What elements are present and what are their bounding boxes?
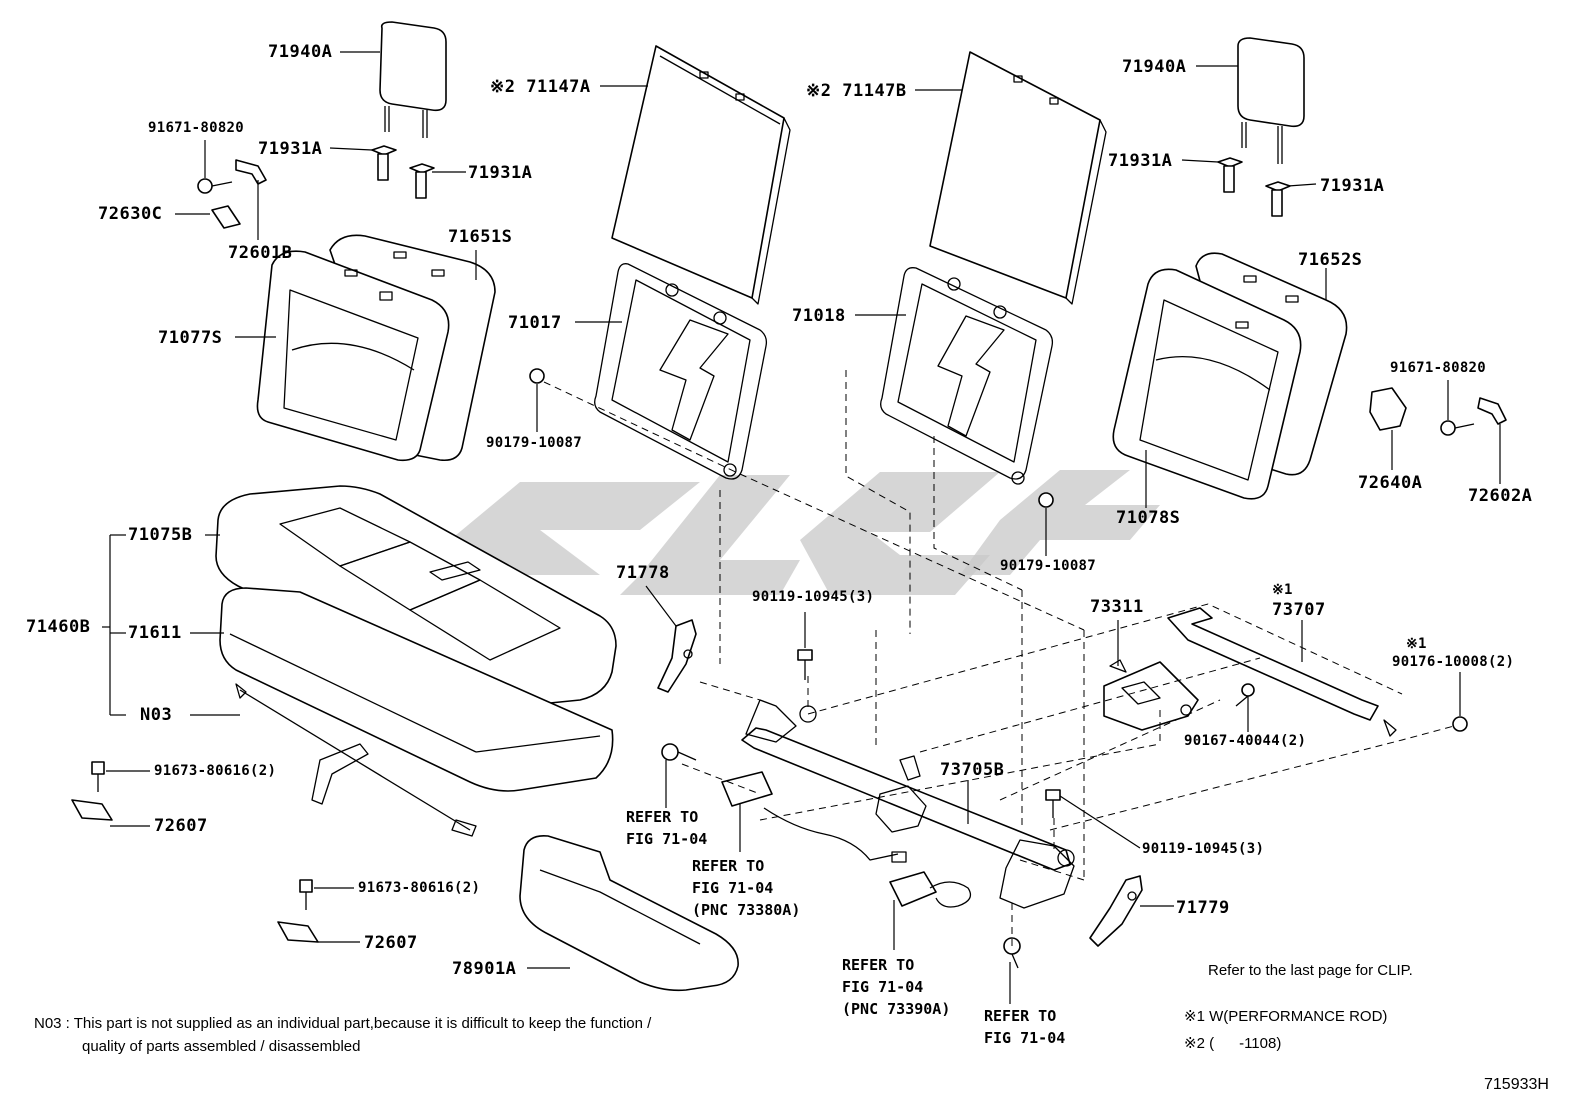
- part-label-handle-right: 71779: [1176, 898, 1230, 918]
- bolt-90119-a: [797, 649, 813, 680]
- part-label-guide-4: 71931A: [1320, 176, 1385, 196]
- buckle-right: [889, 871, 972, 908]
- performance-rod: [1167, 607, 1397, 737]
- bracket-left-hardware: [197, 159, 267, 229]
- seatback-board-b: [929, 51, 1107, 305]
- part-label-bolt-40044: 90167-40044(2): [1184, 733, 1307, 749]
- watermark-logo: [450, 470, 1160, 595]
- note-n03-line-2: quality of parts assembled / disassemble…: [82, 1038, 361, 1055]
- part-label-board-a: ※2 71147A: [490, 77, 591, 97]
- part-label-headrest-left: 71940A: [268, 42, 333, 62]
- part-label-bolt-right: 91671-80820: [1390, 360, 1487, 376]
- part-label-guide-1: 71931A: [258, 139, 323, 159]
- part-label-nut-right: 90179-10087: [1000, 558, 1097, 574]
- part-label-rod: 73707: [1272, 600, 1326, 620]
- handle-right: [1089, 875, 1143, 947]
- part-label-bolt-c2: 91673-80616(2): [358, 880, 481, 896]
- part-label-bolt-c1: 91673-80616(2): [154, 763, 277, 779]
- bracket-right-hardware: [1369, 387, 1507, 436]
- part-label-rod-bolt-mark: ※1: [1406, 636, 1427, 652]
- nut-right: [1038, 492, 1054, 508]
- bolt-90167: [1235, 683, 1255, 707]
- part-label-back-right: 71652S: [1298, 250, 1363, 270]
- part-label-bracket-a: 72602A: [1468, 486, 1533, 506]
- part-label-cover-c: 72630C: [98, 204, 163, 224]
- part-label-cushion-assy: 71460B: [26, 617, 91, 637]
- headrest-left: [379, 21, 447, 138]
- part-label-guide-2: 71931A: [468, 163, 533, 183]
- part-label-nut-left: 90179-10087: [486, 435, 583, 451]
- seatback-board-a: [611, 45, 791, 305]
- part-label-tray: 78901A: [452, 959, 517, 979]
- headrest-guide-left: [371, 145, 435, 199]
- part-label-hook-1: 72607: [154, 816, 208, 836]
- seatback-frame-left: [594, 263, 768, 480]
- part-label-n03: N03: [140, 705, 173, 725]
- nut-left: [529, 368, 545, 384]
- part-label-headrest-right: 71940A: [1122, 57, 1187, 77]
- seatback-frame-right: [880, 267, 1054, 485]
- note-clip: Refer to the last page for CLIP.: [1208, 962, 1413, 979]
- hook-bracket-1: [71, 761, 113, 821]
- seat-cushion-pad: [219, 587, 614, 792]
- part-label-hook-2: 72607: [364, 933, 418, 953]
- part-label-bolt-left: 91671-80820: [148, 120, 245, 136]
- headrest-right: [1237, 37, 1305, 164]
- part-label-board-b: ※2 71147B: [806, 81, 907, 101]
- seat-cushion-cover: [215, 485, 617, 708]
- bolt-bottom-left: [661, 743, 697, 761]
- part-label-cushion-pad: 71611: [128, 623, 182, 643]
- seat-base-bar: [741, 699, 1075, 909]
- part-label-rod-mark: ※1: [1272, 582, 1293, 598]
- diagram-code: 715933H: [1484, 1076, 1549, 1093]
- part-label-bolt-3a: 90119-10945(3): [752, 589, 875, 605]
- part-label-cover-a: 72640A: [1358, 473, 1423, 493]
- hook-bracket-2: [277, 879, 319, 943]
- seatback-right: [1112, 252, 1348, 500]
- board-a-mark: ※2: [490, 77, 516, 97]
- assembly-dash-lines: [543, 370, 1455, 946]
- part-label-cover-back-left: 71077S: [158, 328, 223, 348]
- part-label-hinge: 73311: [1090, 597, 1144, 617]
- bolt-90119-b: [1045, 789, 1061, 818]
- refer-to-fig-3: REFER TO FIG 71-04 (PNC 73390A): [842, 956, 951, 1018]
- rod-bolt: [1452, 716, 1468, 732]
- board-b-number: 71147B: [842, 81, 907, 101]
- note-n03-line-1: N03 : This part is not supplied as an in…: [34, 1015, 652, 1032]
- part-label-cushion-cover: 71075B: [128, 525, 193, 545]
- n03-wire: [235, 683, 477, 837]
- headrest-guide-right: [1217, 157, 1291, 217]
- handle-left: [657, 619, 697, 693]
- part-label-rod-bolt: 90176-10008(2): [1392, 654, 1515, 670]
- hinge-assembly: [1103, 659, 1199, 731]
- refer-to-fig-1: REFER TO FIG 71-04: [626, 808, 708, 848]
- part-label-buckle: 73705B: [940, 760, 1005, 780]
- part-label-handle-left: 71778: [616, 563, 670, 583]
- note-mark-2: ※2 ( -1108): [1184, 1035, 1282, 1052]
- part-label-bolt-3b: 90119-10945(3): [1142, 841, 1265, 857]
- board-b-mark: ※2: [806, 81, 832, 101]
- board-a-number: 71147A: [526, 77, 591, 97]
- note-mark-1: ※1 W(PERFORMANCE ROD): [1184, 1008, 1388, 1025]
- refer-to-fig-4: REFER TO FIG 71-04: [984, 1007, 1066, 1047]
- part-label-bracket-b: 72601B: [228, 243, 293, 263]
- part-label-guide-3: 71931A: [1108, 151, 1173, 171]
- part-label-back-left: 71651S: [448, 227, 513, 247]
- seatback-left: [256, 234, 496, 462]
- part-label-cover-back-right: 71078S: [1116, 508, 1181, 528]
- refer-to-fig-2: REFER TO FIG 71-04 (PNC 73380A): [692, 857, 801, 919]
- part-label-frame-right: 71018: [792, 306, 846, 326]
- part-label-frame-left: 71017: [508, 313, 562, 333]
- storage-tray: [519, 834, 739, 992]
- buckle-left: [721, 771, 907, 863]
